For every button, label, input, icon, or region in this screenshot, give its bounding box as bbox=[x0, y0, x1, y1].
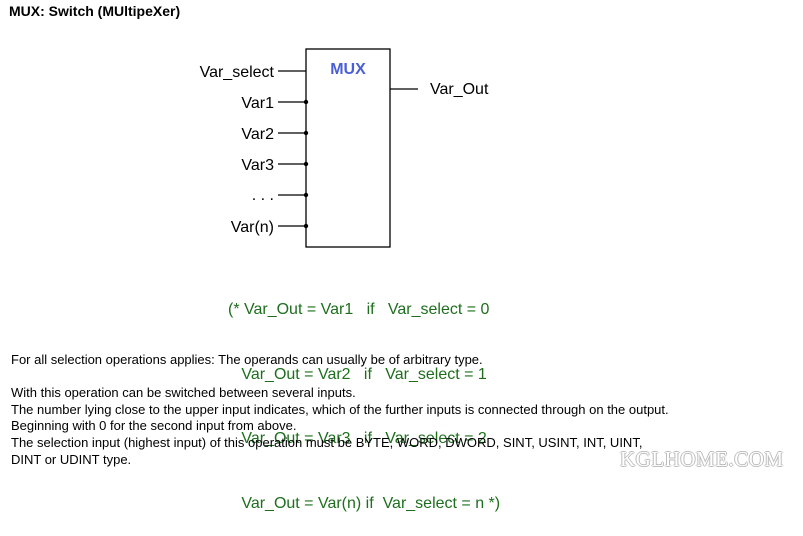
note-line: With this operation can be switched betw… bbox=[11, 385, 356, 401]
note-line: Beginning with 0 for the second input fr… bbox=[11, 418, 297, 434]
mux-block-diagram: MUX Var_select Var1 Var2 Var3 . . . Var(… bbox=[200, 48, 489, 248]
note-spacer bbox=[11, 369, 669, 386]
input-label-var1: Var1 bbox=[241, 95, 274, 112]
input-label-var-select: Var_select bbox=[200, 64, 275, 81]
comment-line: (* Var_Out = Var1 if Var_select = 0 bbox=[228, 301, 490, 318]
note-line: For all selection operations applies: Th… bbox=[11, 352, 483, 367]
output-label: Var_Out bbox=[430, 81, 489, 98]
input-label-ellipsis: . . . bbox=[252, 187, 274, 204]
input-lines bbox=[278, 70, 418, 229]
comment-line: Var_Out = Var2 if Var_select = 1 bbox=[228, 365, 487, 383]
note-line: DINT or UDINT type. bbox=[11, 451, 132, 467]
comment-line: Var_Out = Var3 if Var_select = 2 bbox=[228, 430, 487, 447]
page-title: MUX: Switch (MUltipeXer) bbox=[9, 3, 181, 19]
watermark: KGLHOME.COM bbox=[620, 447, 784, 471]
input-label-varn: Var(n) bbox=[231, 219, 274, 236]
input-label-var2: Var2 bbox=[241, 126, 274, 143]
note-line: The number lying close to the upper inpu… bbox=[11, 401, 669, 417]
mux-block-title: MUX bbox=[330, 61, 366, 78]
mux-block bbox=[305, 48, 391, 248]
comment-line: Var_Out = Var(n) if Var_select = n *) bbox=[228, 494, 501, 512]
note-line: The selection input (highest input) of t… bbox=[11, 434, 643, 450]
description-text: For all selection operations applies: Th… bbox=[11, 352, 669, 468]
input-label-var3: Var3 bbox=[241, 157, 274, 174]
